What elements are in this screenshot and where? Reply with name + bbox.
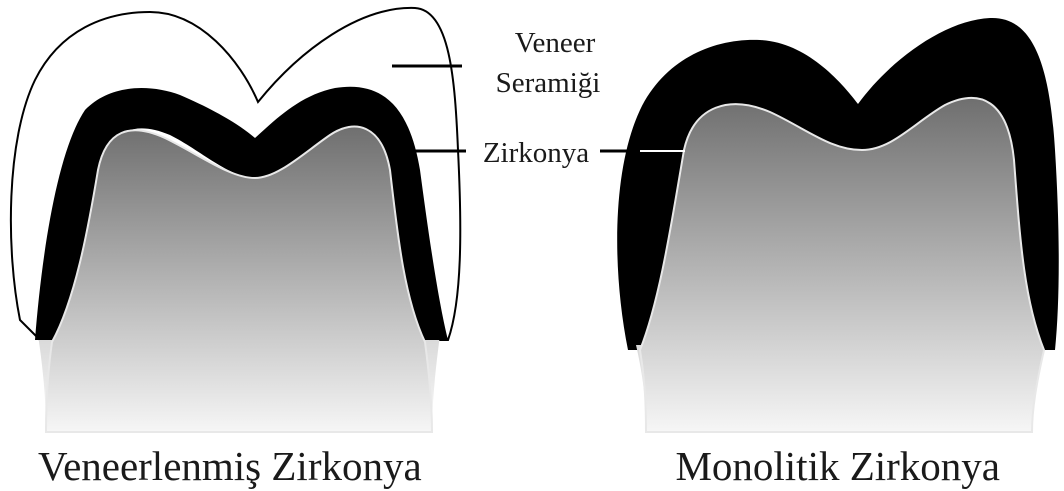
veneer-label-line2: Seramiği bbox=[496, 67, 601, 99]
caption-monolithic: Monolitik Zirkonya bbox=[675, 443, 1000, 489]
zirkonya-label: Zirkonya bbox=[483, 137, 589, 169]
veneered-crown bbox=[11, 8, 460, 432]
caption-veneered: Veneerlenmiş Zirkonya bbox=[38, 443, 422, 489]
monolithic-crown bbox=[617, 18, 1059, 432]
tooth-core-right bbox=[640, 98, 1044, 432]
veneer-label-line1: Veneer bbox=[515, 27, 596, 59]
